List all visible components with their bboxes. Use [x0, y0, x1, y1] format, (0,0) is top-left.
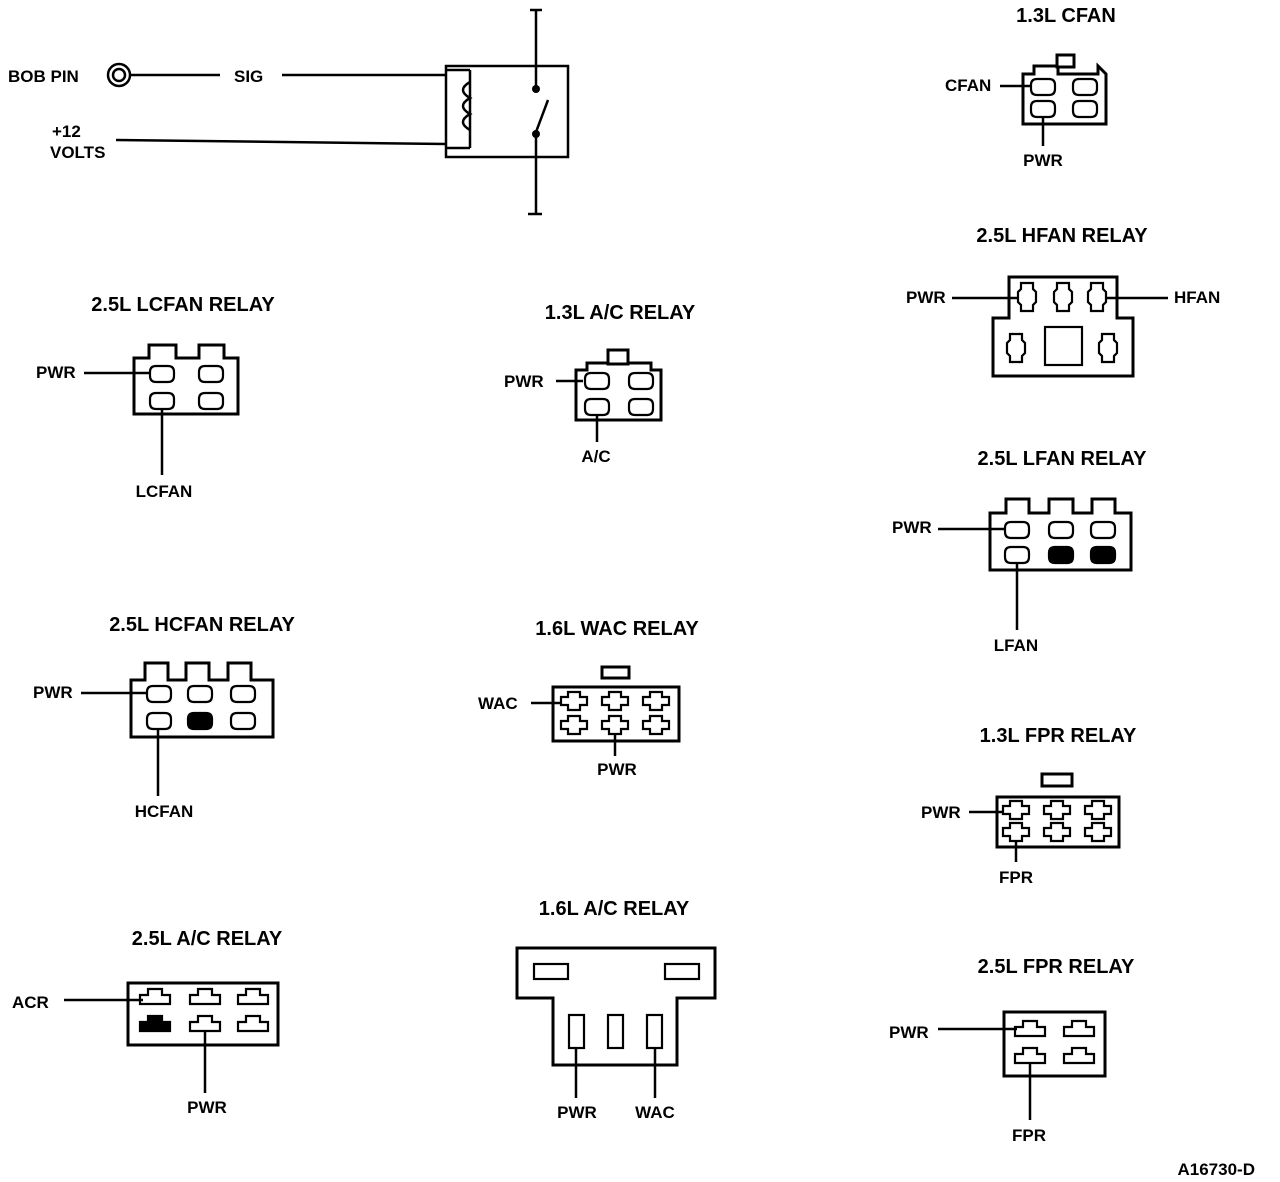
relay-1-6l-wac: 1.6L WAC RELAY WAC PWR: [478, 618, 699, 779]
relay-2-5l-lcfan: 2.5L LCFAN RELAY PWR LCFAN: [36, 294, 275, 501]
pin-label-bottom: PWR: [1023, 151, 1063, 170]
relay-title: 2.5L HCFAN RELAY: [109, 614, 295, 636]
pin-label-bottom: PWR: [597, 760, 637, 779]
relay-coil-icon: [461, 80, 473, 132]
relay-switch-icon: [534, 99, 550, 133]
sig-label: SIG: [234, 67, 263, 86]
relay-title: 1.6L WAC RELAY: [535, 618, 699, 640]
pin-label-left: PWR: [892, 518, 932, 537]
volts-label: VOLTS: [50, 143, 105, 162]
relay-title: 2.5L LFAN RELAY: [978, 448, 1148, 470]
relay-title: 2.5L FPR RELAY: [978, 956, 1135, 978]
pin-label-left: PWR: [921, 803, 961, 822]
pin-label-left: WAC: [478, 694, 518, 713]
relay-1-3l-cfan: 1.3L CFAN CFAN PWR: [945, 5, 1116, 170]
pin-label-bottom: PWR: [187, 1098, 227, 1117]
pin-label-left: PWR: [504, 372, 544, 391]
pin-label-bottom: HCFAN: [135, 802, 194, 821]
relay-2-5l-fpr: 2.5L FPR RELAY PWR FPR: [889, 956, 1135, 1145]
bob-pin-terminal-icon: [106, 62, 132, 88]
relay-2-5l-hfan: 2.5L HFAN RELAY PWR HFAN: [906, 225, 1220, 378]
relay-2-5l-hcfan: 2.5L HCFAN RELAY PWR HCFAN: [33, 614, 295, 821]
relay-1-3l-ac: 1.3L A/C RELAY PWR A/C: [504, 302, 696, 466]
relay-2-5l-ac: 2.5L A/C RELAY ACR PWR: [12, 928, 283, 1117]
relay-1-3l-fpr: 1.3L FPR RELAY PWR FPR: [921, 725, 1137, 887]
pin-label-left: CFAN: [945, 76, 991, 95]
relay-title: 1.6L A/C RELAY: [539, 898, 690, 920]
pin-label-bottom: FPR: [999, 868, 1033, 887]
connector-housing: [1002, 1010, 1107, 1078]
relay-2-5l-lfan: 2.5L LFAN RELAY PWR LFAN: [892, 448, 1147, 655]
pin-label-bottom: FPR: [1012, 1126, 1046, 1145]
relay-1-6l-ac: 1.6L A/C RELAY PWR WAC: [515, 898, 717, 1122]
bob-pin-label: BOB PIN: [8, 67, 79, 86]
pin-label-left: PWR: [33, 683, 73, 702]
pin-label-bottom: LFAN: [994, 636, 1038, 655]
pin-label-bottom-left: PWR: [557, 1103, 597, 1122]
relay-title: 2.5L HFAN RELAY: [976, 225, 1148, 247]
relay-title: 1.3L A/C RELAY: [545, 302, 696, 324]
pin-label-left: PWR: [889, 1023, 929, 1042]
plus12-label: +12: [52, 122, 81, 141]
relay-title: 2.5L A/C RELAY: [132, 928, 283, 950]
pin-label-left: ACR: [12, 993, 49, 1012]
pin-label-bottom: A/C: [581, 447, 610, 466]
relay-title: 1.3L FPR RELAY: [980, 725, 1137, 747]
figure-id: A16730-D: [1178, 1160, 1256, 1179]
pin-label-right: HFAN: [1174, 288, 1220, 307]
pin-label-left: PWR: [36, 363, 76, 382]
relay-schematic: BOB PIN SIG +12 VOLTS: [8, 8, 570, 216]
pin-label-bottom: LCFAN: [136, 482, 193, 501]
relay-title: 1.3L CFAN: [1016, 5, 1116, 27]
relay-box: [444, 64, 570, 159]
pin-label-left: PWR: [906, 288, 946, 307]
pin-label-bottom-right: WAC: [635, 1103, 675, 1122]
relay-title: 2.5L LCFAN RELAY: [91, 294, 275, 316]
